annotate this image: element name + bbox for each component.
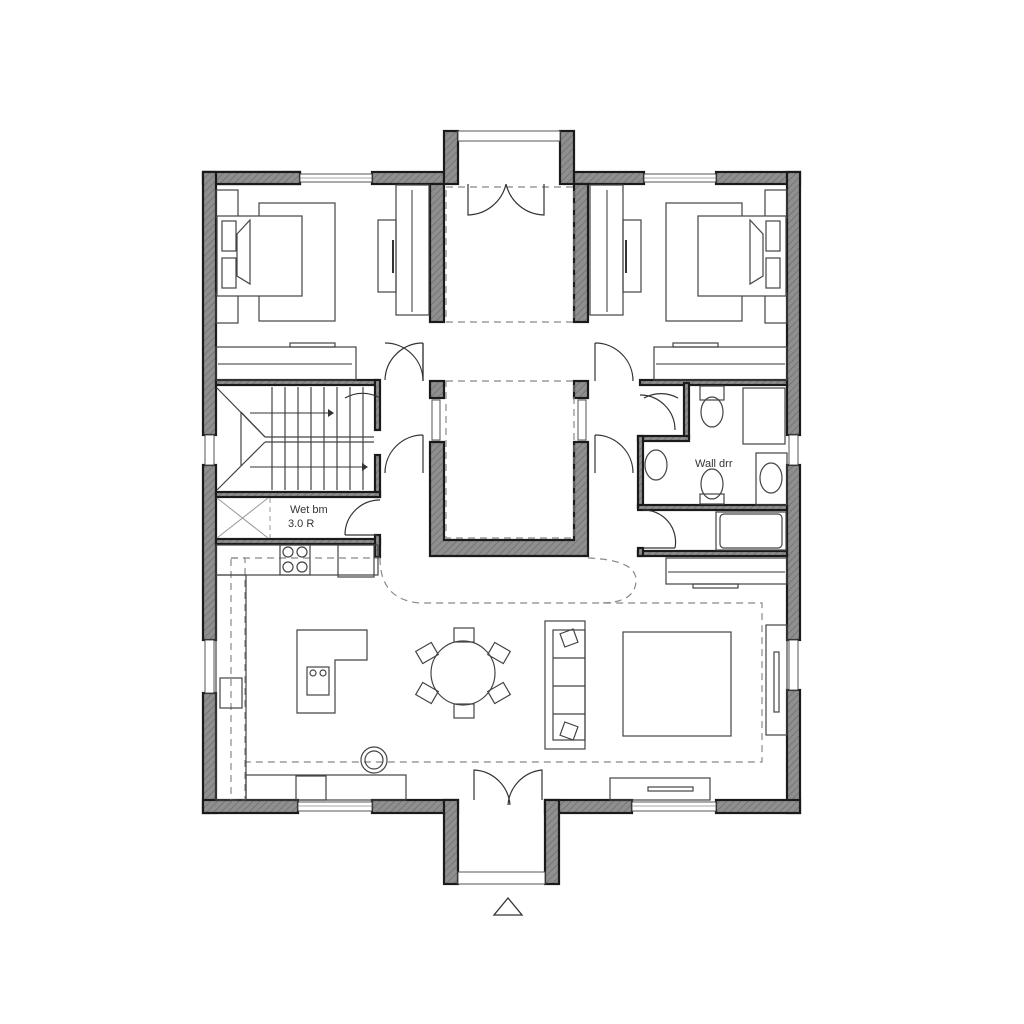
north-arrow-icon <box>492 896 524 916</box>
wet-room-west: Wet bm 3.0 R <box>216 497 381 539</box>
stairs <box>216 387 374 491</box>
stair-arrow-icon <box>362 463 368 471</box>
kitchen <box>215 544 763 801</box>
bedroom-2 <box>589 184 788 381</box>
bathroom-title: Wall drr <box>695 458 733 470</box>
bathroom-east: Wall drr <box>639 385 788 551</box>
wet-room-title: Wet bm <box>290 504 328 516</box>
windows <box>204 130 799 885</box>
stair-treads <box>271 387 364 490</box>
dining-table <box>414 627 512 719</box>
stair-arrow-icon <box>328 409 334 417</box>
bedroom-1 <box>215 184 430 381</box>
hall-doors <box>344 342 679 474</box>
south-entry <box>473 769 543 806</box>
living-area <box>544 557 788 801</box>
north-entry <box>445 183 575 539</box>
wet-room-size: 3.0 R <box>288 518 314 530</box>
